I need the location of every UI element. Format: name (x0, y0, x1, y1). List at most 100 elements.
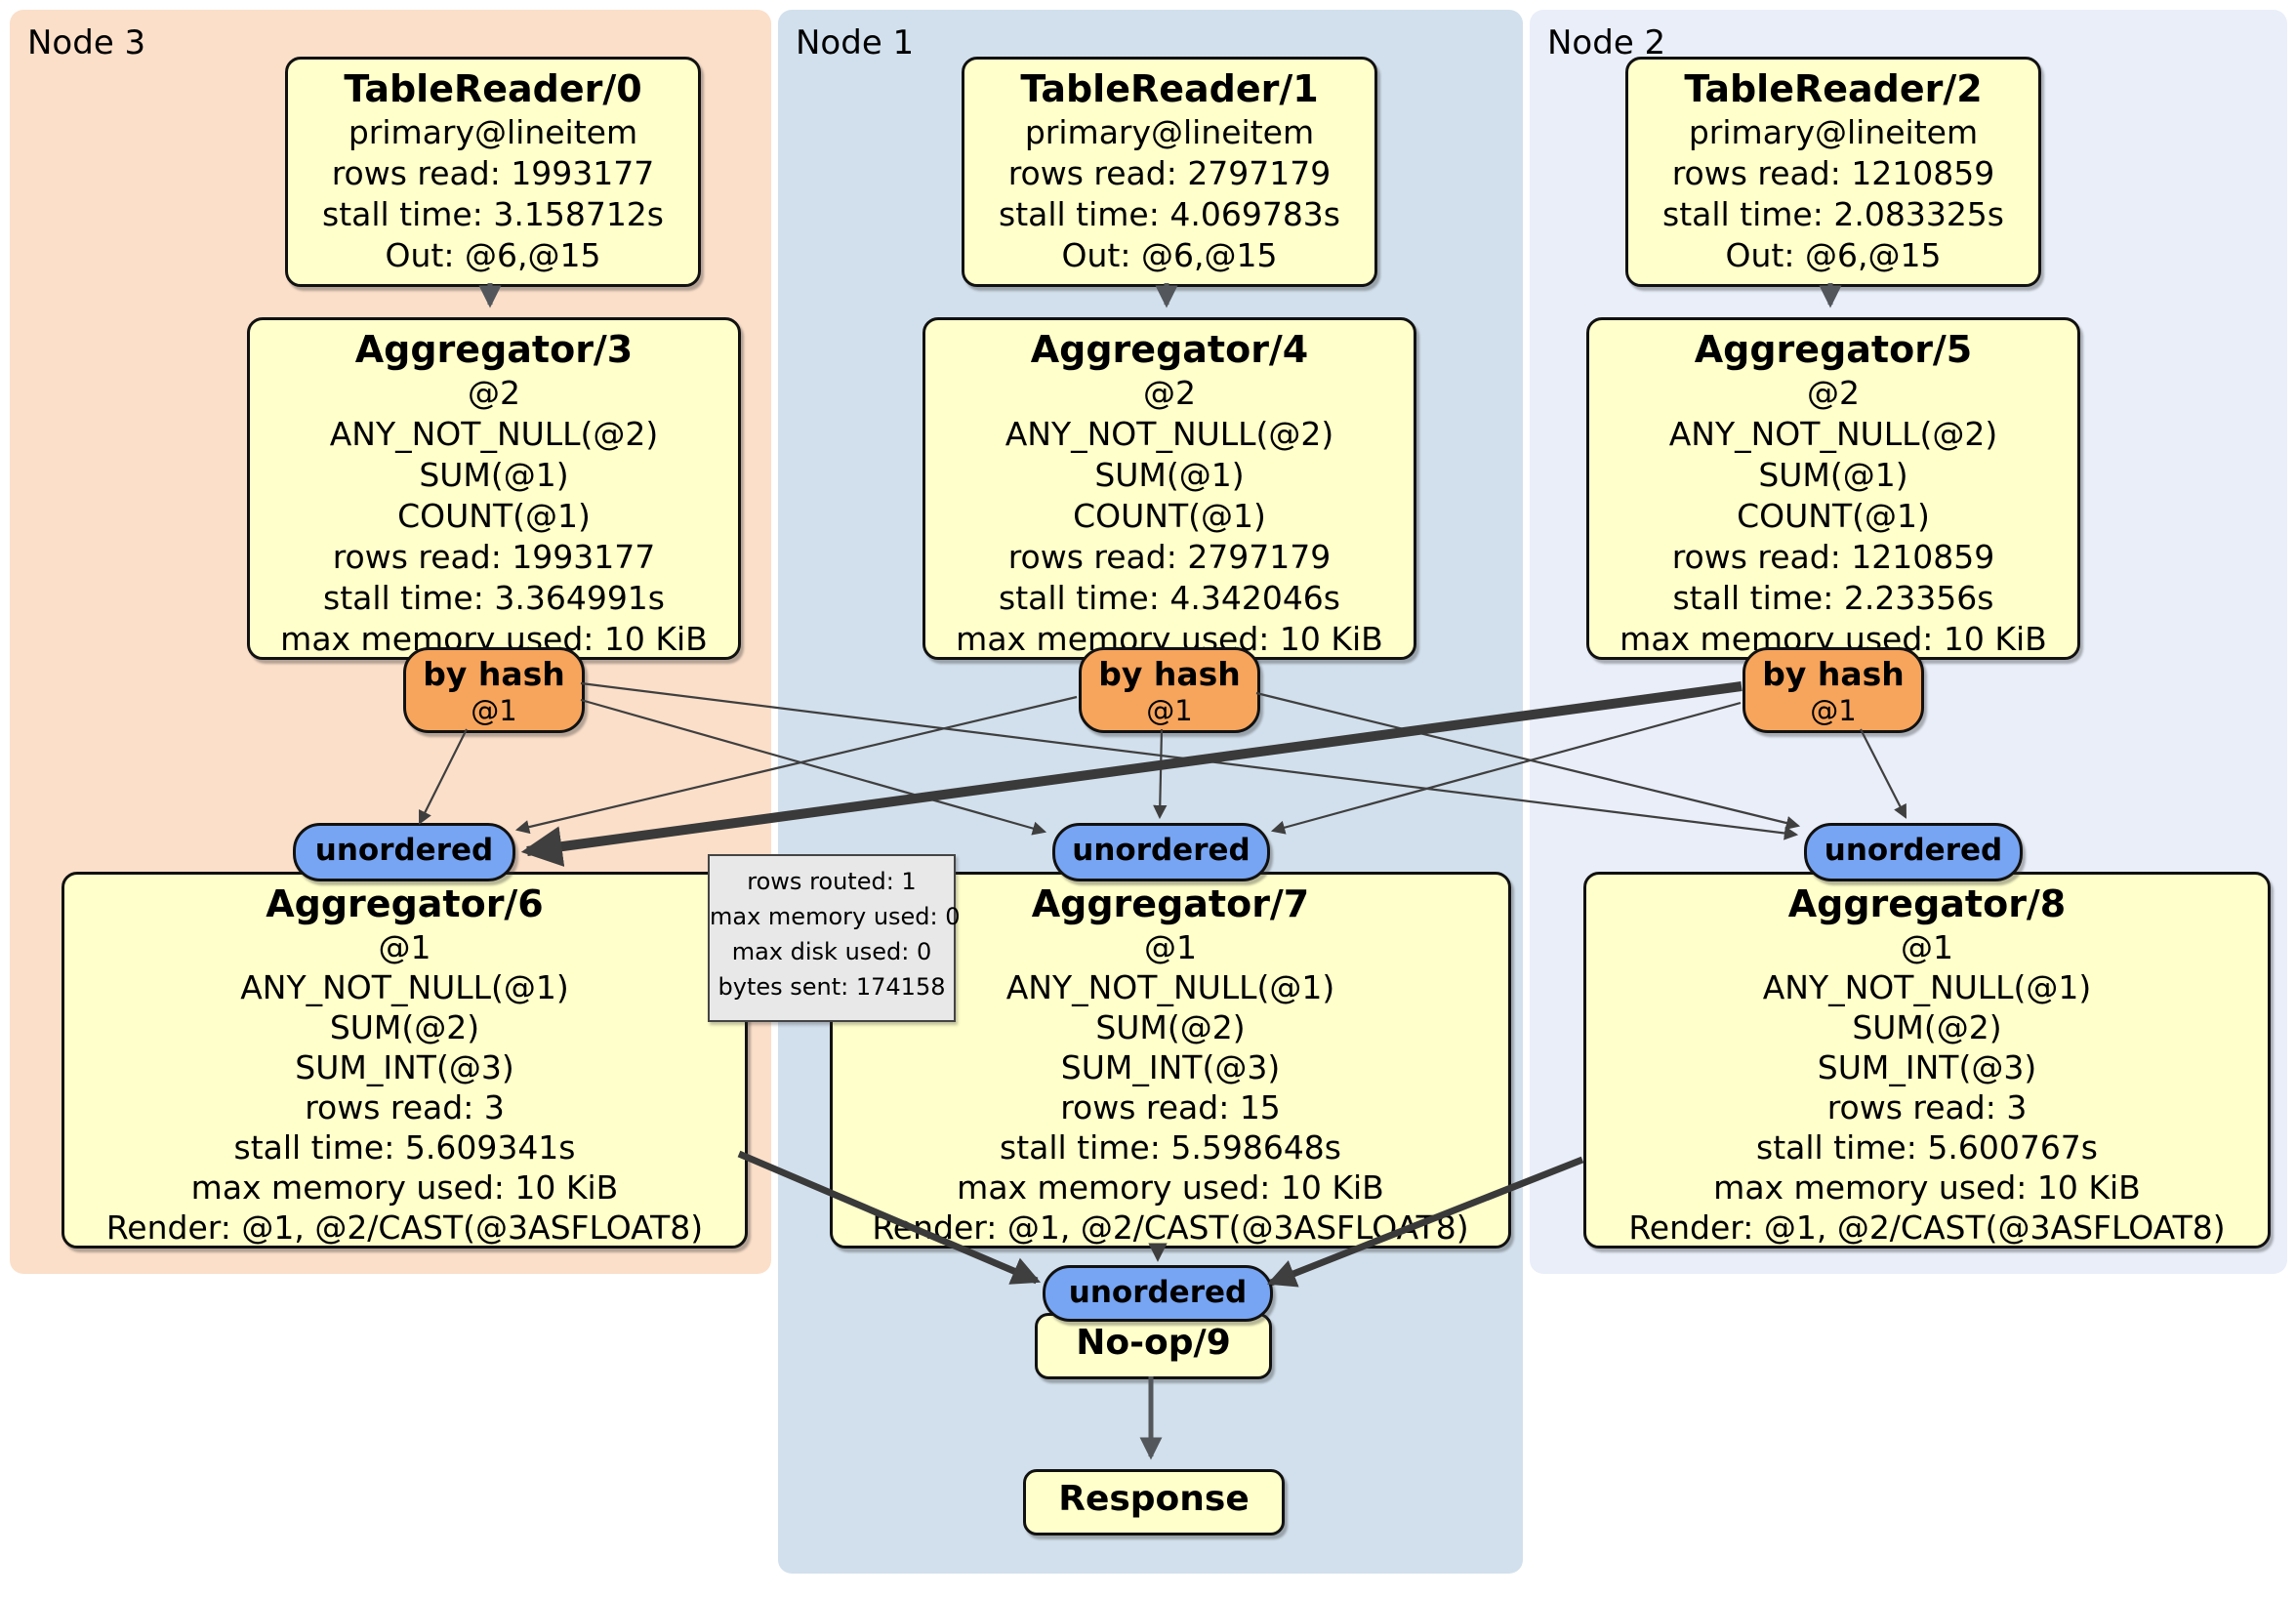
processor-line: rows read: 1210859 (1671, 538, 1995, 576)
processor-line: stall time: 5.600767s (1756, 1128, 2098, 1167)
processor-line: SUM_INT(@3) (295, 1048, 514, 1086)
processor-line: ANY_NOT_NULL(@2) (329, 415, 659, 453)
sync-label: unordered (1824, 833, 2003, 868)
tooltip-line: max memory used: 0 (710, 903, 961, 930)
processor-line: Render: @1, @2/CAST(@3ASFLOAT8) (872, 1208, 1469, 1247)
processor-line: @1 (1144, 928, 1197, 966)
processor-line: SUM(@1) (1758, 456, 1908, 494)
processor-aggregator-3[interactable]: Aggregator/3 @2 ANY_NOT_NULL(@2) SUM(@1)… (247, 317, 741, 660)
router-by-hash-node2[interactable]: by hash @1 (1742, 647, 1924, 733)
processor-line: stall time: 3.364991s (323, 579, 665, 617)
router-label: by hash (1098, 655, 1241, 693)
processor-line: @2 (1143, 374, 1196, 412)
processor-aggregator-6[interactable]: Aggregator/6 @1 ANY_NOT_NULL(@1) SUM(@2)… (62, 872, 748, 1249)
processor-line: max memory used: 10 KiB (957, 1168, 1384, 1207)
sync-unordered-node3[interactable]: unordered (293, 823, 515, 881)
processor-line: primary@lineitem (1024, 113, 1315, 151)
processor-line: Out: @6,@15 (1061, 236, 1278, 274)
processor-title: Aggregator/6 (266, 882, 544, 925)
processor-line: max memory used: 10 KiB (190, 1168, 619, 1207)
processor-tablereader-2[interactable]: TableReader/2 primary@lineitem rows read… (1625, 57, 2041, 287)
sync-label: unordered (1072, 833, 1250, 868)
processor-line: Render: @1, @2/CAST(@3ASFLOAT8) (1628, 1208, 2226, 1247)
processor-line: rows read: 2797179 (1007, 154, 1332, 192)
processor-title: TableReader/1 (1020, 67, 1319, 110)
processor-response[interactable]: Response (1023, 1469, 1285, 1536)
processor-line: SUM_INT(@3) (1060, 1048, 1281, 1086)
processor-noop-9[interactable]: No-op/9 (1035, 1313, 1272, 1379)
processor-line: rows read: 3 (1826, 1088, 2028, 1126)
processor-line: stall time: 2.083325s (1662, 195, 2004, 233)
sync-unordered-node2[interactable]: unordered (1804, 823, 2023, 881)
processor-line: SUM(@2) (329, 1008, 480, 1046)
processor-line: SUM(@1) (419, 456, 569, 494)
tooltip-line: bytes sent: 174158 (718, 973, 946, 1001)
stream-stats-tooltip: rows routed: 1 max memory used: 0 max di… (708, 854, 961, 1022)
processor-line: max memory used: 10 KiB (1713, 1168, 2141, 1207)
processor-title: TableReader/0 (344, 67, 642, 110)
processor-line: rows read: 1210859 (1671, 154, 1995, 192)
processor-line: ANY_NOT_NULL(@2) (1004, 415, 1334, 453)
tooltip-line: rows routed: 1 (747, 868, 917, 895)
processor-line: rows read: 15 (1060, 1088, 1281, 1126)
sync-unordered-final[interactable]: unordered (1043, 1265, 1273, 1322)
processor-title: Response (1058, 1479, 1250, 1519)
router-label: by hash (1762, 655, 1905, 693)
processor-title: Aggregator/8 (1787, 882, 2067, 925)
processor-aggregator-4[interactable]: Aggregator/4 @2 ANY_NOT_NULL(@2) SUM(@1)… (922, 317, 1416, 660)
region-node2-label: Node 2 (1547, 23, 1666, 62)
processor-line: Render: @1, @2/CAST(@3ASFLOAT8) (105, 1208, 704, 1247)
processor-line: ANY_NOT_NULL(@1) (1762, 968, 2092, 1006)
processor-line: COUNT(@1) (1737, 497, 1930, 535)
processor-line: SUM(@1) (1094, 456, 1245, 494)
processor-line: primary@lineitem (1688, 113, 1979, 151)
processor-line: Out: @6,@15 (1725, 236, 1942, 274)
sync-label: unordered (1068, 1275, 1248, 1310)
processor-title: Aggregator/3 (354, 328, 634, 371)
processor-line: primary@lineitem (348, 113, 638, 151)
processor-tablereader-0[interactable]: TableReader/0 primary@lineitem rows read… (285, 57, 701, 287)
processor-line: COUNT(@1) (397, 497, 591, 535)
processor-title: TableReader/2 (1684, 67, 1983, 110)
router-detail: @1 (471, 694, 517, 727)
router-detail: @1 (1810, 694, 1857, 727)
processor-title: Aggregator/7 (1031, 882, 1310, 925)
region-node1-label: Node 1 (796, 23, 915, 62)
processor-line: @1 (378, 928, 431, 966)
processor-title: Aggregator/4 (1030, 328, 1309, 371)
processor-line: rows read: 1993177 (331, 154, 655, 192)
processor-tablereader-1[interactable]: TableReader/1 primary@lineitem rows read… (962, 57, 1377, 287)
processor-line: SUM(@2) (1852, 1008, 2002, 1046)
processor-line: ANY_NOT_NULL(@1) (1005, 968, 1335, 1006)
processor-line: stall time: 5.609341s (233, 1128, 576, 1167)
sync-unordered-node1[interactable]: unordered (1052, 823, 1270, 881)
region-node3-label: Node 3 (27, 23, 146, 62)
processor-line: @2 (468, 374, 520, 412)
router-by-hash-node3[interactable]: by hash @1 (403, 647, 585, 733)
processor-aggregator-8[interactable]: Aggregator/8 @1 ANY_NOT_NULL(@1) SUM(@2)… (1583, 872, 2271, 1249)
processor-title: No-op/9 (1076, 1323, 1231, 1363)
processor-line: rows read: 1993177 (332, 538, 656, 576)
processor-line: SUM_INT(@3) (1817, 1048, 2037, 1086)
processor-line: @2 (1807, 374, 1860, 412)
processor-title: Aggregator/5 (1694, 328, 1973, 371)
router-detail: @1 (1146, 694, 1193, 727)
tooltip-line: max disk used: 0 (731, 938, 932, 965)
processor-aggregator-5[interactable]: Aggregator/5 @2 ANY_NOT_NULL(@2) SUM(@1)… (1586, 317, 2080, 660)
processor-line: stall time: 2.23356s (1672, 579, 1994, 617)
processor-line: rows read: 3 (305, 1088, 505, 1126)
processor-line: Out: @6,@15 (385, 236, 601, 274)
processor-line: SUM(@2) (1095, 1008, 1246, 1046)
processor-line: ANY_NOT_NULL(@2) (1668, 415, 1998, 453)
processor-line: stall time: 4.342046s (999, 579, 1340, 617)
processor-line: rows read: 2797179 (1007, 538, 1332, 576)
router-by-hash-node1[interactable]: by hash @1 (1079, 647, 1260, 733)
sync-label: unordered (314, 833, 494, 868)
processor-line: ANY_NOT_NULL(@1) (240, 968, 569, 1006)
processor-line: @1 (1901, 928, 1953, 966)
processor-line: COUNT(@1) (1073, 497, 1266, 535)
processor-line: stall time: 5.598648s (1000, 1128, 1341, 1167)
processor-line: stall time: 3.158712s (322, 195, 664, 233)
processor-line: stall time: 4.069783s (999, 195, 1340, 233)
